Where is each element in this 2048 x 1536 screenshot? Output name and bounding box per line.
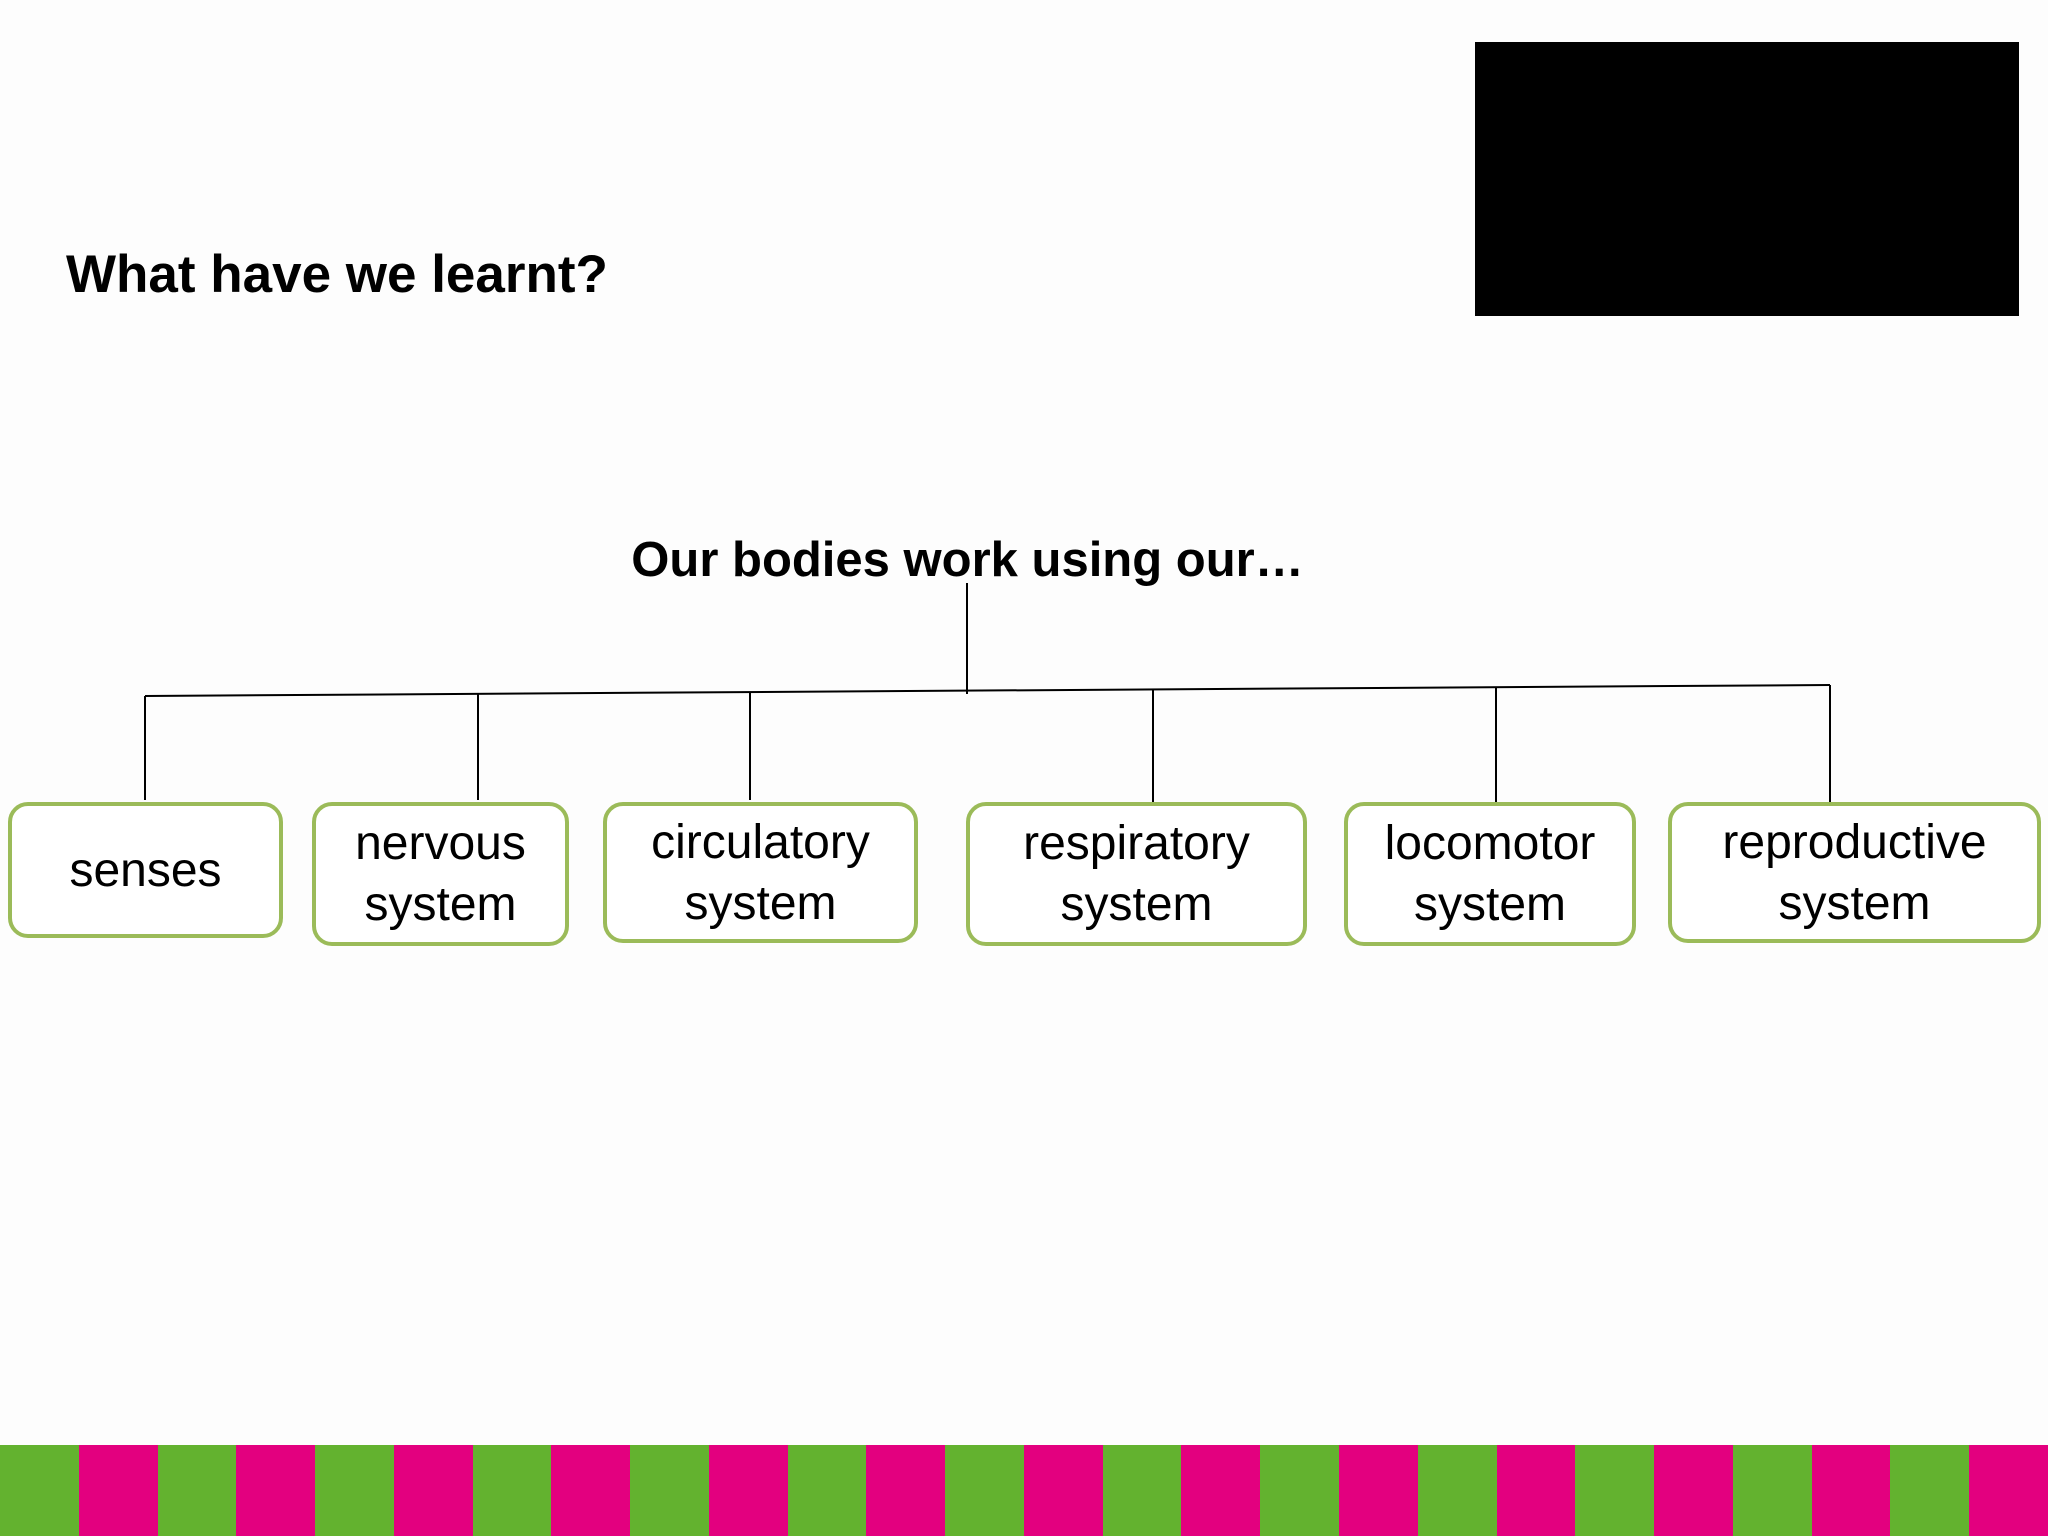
stripe <box>708 1445 788 1536</box>
decorative-stripe-bar <box>0 1445 2048 1536</box>
stripe <box>1969 1445 2048 1536</box>
stripe <box>157 1445 237 1536</box>
node-label: nervous system <box>355 817 526 931</box>
stripe <box>1023 1445 1103 1536</box>
stripe <box>866 1445 946 1536</box>
node-senses: senses <box>8 802 283 938</box>
node-label: circulatory system <box>651 815 870 930</box>
stripe <box>551 1445 631 1536</box>
stripe <box>1417 1445 1497 1536</box>
stripe <box>787 1445 867 1536</box>
stripe <box>0 1445 79 1536</box>
node-locomotor-system: locomotor system <box>1344 802 1636 946</box>
stripe <box>78 1445 158 1536</box>
node-nervous-system: nervous system <box>312 802 569 946</box>
diagram-root-label: Our bodies work using our… <box>631 533 1304 587</box>
stripe <box>1496 1445 1576 1536</box>
stripe <box>1732 1445 1812 1536</box>
node-respiratory-system: respiratory system <box>966 802 1307 946</box>
node-label: locomotor system <box>1384 817 1596 931</box>
node-label: respiratory system <box>1023 817 1250 931</box>
stripe <box>472 1445 552 1536</box>
stripe <box>1181 1445 1261 1536</box>
stripe <box>1575 1445 1655 1536</box>
node-reproductive-system: reproductive system <box>1668 802 2041 943</box>
node-label: reproductive system <box>1722 815 1987 930</box>
stripe <box>945 1445 1024 1536</box>
stripe <box>1811 1445 1891 1536</box>
node-circulatory-system: circulatory system <box>603 802 918 943</box>
stripe <box>1260 1445 1340 1536</box>
stripe <box>393 1445 473 1536</box>
redacted-block <box>1475 42 2019 316</box>
stripe <box>1654 1445 1733 1536</box>
slide-title: What have we learnt? <box>66 245 608 304</box>
stripe <box>1339 1445 1418 1536</box>
stripe <box>236 1445 316 1536</box>
branch-line <box>144 684 1831 697</box>
stripe <box>315 1445 394 1536</box>
stripe <box>1890 1445 1970 1536</box>
stripe <box>630 1445 709 1536</box>
stripe <box>1102 1445 1182 1536</box>
node-label: senses <box>69 843 222 897</box>
